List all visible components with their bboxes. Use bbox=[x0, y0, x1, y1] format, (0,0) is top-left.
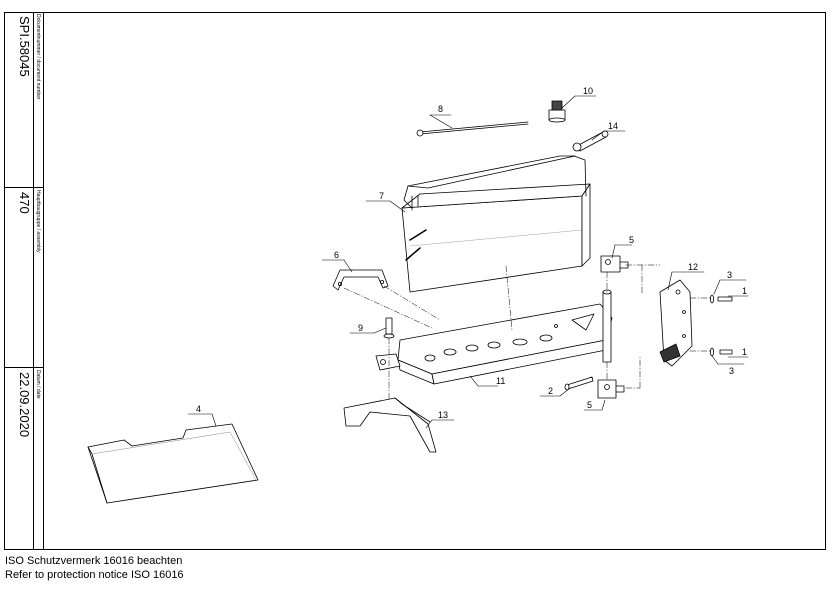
callout-12: 12 bbox=[688, 262, 698, 272]
callout-3-lower: 3 bbox=[729, 366, 734, 376]
part-5-clamp-upper bbox=[600, 255, 629, 273]
protection-notice-de: ISO Schutzvermerk 16016 beachten bbox=[5, 555, 183, 567]
leader-lines bbox=[187, 95, 749, 429]
callout-3-upper: 3 bbox=[727, 270, 732, 280]
drawing-frame bbox=[4, 12, 826, 550]
vertical-pin bbox=[602, 289, 612, 363]
part-13-stand bbox=[343, 397, 437, 453]
protection-notice-en: Refer to protection notice ISO 16016 bbox=[5, 569, 184, 581]
assembly-lines bbox=[343, 264, 713, 401]
plate-mount-tab bbox=[375, 353, 401, 371]
callout-13: 13 bbox=[438, 410, 448, 420]
part-6-handle-bracket bbox=[332, 269, 389, 291]
assembly-cell: 470 Hauptbaugruppe / assembly bbox=[4, 188, 44, 368]
document-number-cell: SPI.58045 Dokumentnummer / document numb… bbox=[4, 12, 44, 188]
callout-11: 11 bbox=[496, 376, 505, 386]
callout-4: 4 bbox=[196, 404, 201, 414]
part-12-side-plate bbox=[659, 279, 693, 367]
title-block-border bbox=[43, 12, 44, 550]
callout-6: 6 bbox=[334, 250, 339, 260]
part-11-base-plate bbox=[397, 303, 613, 385]
part-1-screw-upper bbox=[717, 296, 733, 302]
callout-14: 14 bbox=[608, 121, 618, 131]
part-3-washer-upper bbox=[710, 294, 715, 304]
callout-10: 10 bbox=[583, 86, 593, 96]
part-10-knob bbox=[548, 100, 566, 123]
callout-1-upper: 1 bbox=[742, 286, 747, 296]
part-2-bolt bbox=[564, 376, 594, 391]
callout-1-lower: 1 bbox=[742, 347, 747, 357]
callout-8: 8 bbox=[438, 104, 443, 114]
callout-5-upper: 5 bbox=[629, 235, 634, 245]
part-7-toolbox bbox=[401, 155, 591, 293]
part-4-mat bbox=[87, 423, 259, 504]
part-8-rod bbox=[416, 121, 529, 137]
protection-notice: ISO Schutzvermerk 16016 beachten Refer t… bbox=[5, 554, 184, 582]
title-block-divider bbox=[33, 12, 34, 550]
part-9-bolt bbox=[383, 317, 395, 339]
callout-5-lower: 5 bbox=[587, 400, 592, 410]
part-5-clamp-lower bbox=[597, 379, 625, 399]
title-block: SPI.58045 Dokumentnummer / document numb… bbox=[4, 12, 44, 550]
part-14-wing-screw bbox=[572, 130, 609, 152]
callout-2: 2 bbox=[548, 386, 553, 396]
callout-9: 9 bbox=[358, 323, 363, 333]
part-3-washer-lower bbox=[710, 347, 715, 357]
callout-7: 7 bbox=[379, 191, 384, 201]
part-1-screw-lower bbox=[719, 349, 733, 355]
